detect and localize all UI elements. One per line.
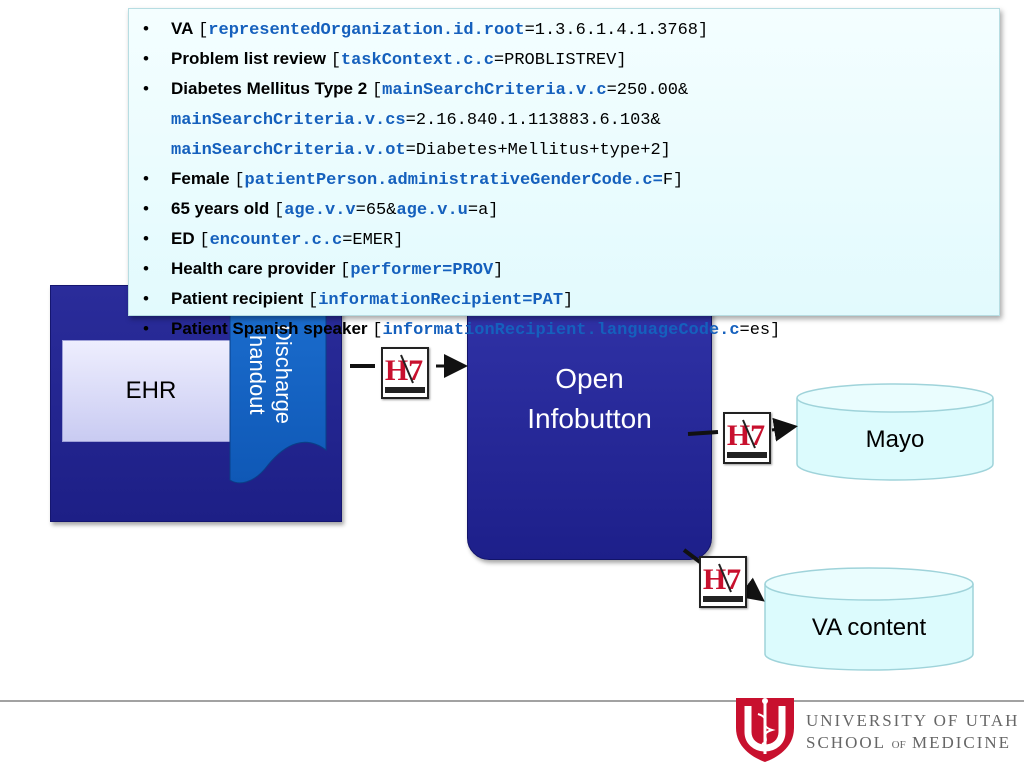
hl7-logo-icon: H7 xyxy=(381,347,429,399)
bullet-icon: • xyxy=(143,259,149,278)
mayo-label: Mayo xyxy=(865,426,925,453)
context-parameter-item: • Patient Spanish speaker [informationRec… xyxy=(141,315,999,345)
discharge-handout-shape xyxy=(229,285,327,484)
parameter-label: Female xyxy=(171,169,230,188)
parameter-value: =es] xyxy=(739,321,781,340)
parameter-value: =250.00& xyxy=(606,81,689,100)
open-bracket: [ xyxy=(372,321,383,340)
svg-text:H7: H7 xyxy=(385,354,423,387)
bullet-icon: • xyxy=(143,229,149,248)
parameter-key: encounter.c.c xyxy=(209,231,343,250)
university-line-1: UNIVERSITY OF UTAH xyxy=(806,711,1020,730)
parameter-value: =2.16.840.1.113883.6.103& xyxy=(405,111,661,130)
hl7-logo-icon: H7 xyxy=(723,412,771,464)
context-parameter-item: • Diabetes Mellitus Type 2 [mainSearchCri… xyxy=(141,75,999,105)
context-parameter-item: mainSearchCriteria.v.ot=Diabetes+Mellitu… xyxy=(141,135,999,165)
context-parameter-item: mainSearchCriteria.v.cs=2.16.840.1.11388… xyxy=(141,105,999,135)
mayo-database: Mayo xyxy=(795,382,995,482)
va-content-database: VA content xyxy=(763,566,975,672)
context-parameters-callout: •VA [representedOrganization.id.root=1.3… xyxy=(128,8,1000,340)
parameter-value: ] xyxy=(563,291,574,310)
parameter-value: =EMER] xyxy=(342,231,404,250)
open-bracket: [ xyxy=(308,291,319,310)
open-bracket: [ xyxy=(371,81,383,100)
parameter-value: ] xyxy=(493,261,504,280)
open-bracket: [ xyxy=(330,51,341,70)
bullet-icon: • xyxy=(143,199,149,218)
university-shield-logo-icon xyxy=(736,698,794,762)
bullet-icon: • xyxy=(143,319,149,338)
open-bracket: [ xyxy=(340,261,351,280)
database-cylinder-icon xyxy=(764,567,974,671)
infobutton-line-2: Infobutton xyxy=(527,403,652,434)
parameter-key: mainSearchCriteria.v.cs xyxy=(171,111,406,130)
ehr-label: EHR xyxy=(125,377,177,404)
medicine-word: MEDICINE xyxy=(911,733,1012,752)
parameter-label: VA xyxy=(171,19,194,38)
context-parameter-item: • ED [encounter.c.c=EMER] xyxy=(141,225,999,255)
bullet-icon: • xyxy=(143,19,149,38)
va-content-label: VA content xyxy=(811,614,927,641)
parameter-label: 65 years old xyxy=(171,199,270,218)
discharge-line-1: handout xyxy=(245,335,270,415)
open-infobutton-box: Open Infobutton xyxy=(467,300,712,560)
parameter-key: informationRecipient=PAT xyxy=(318,291,564,310)
context-parameter-item: • Patient recipient [informationRecipient… xyxy=(141,285,999,315)
of-word: OF xyxy=(891,739,906,751)
parameter-value: =65& xyxy=(355,201,397,220)
open-bracket: [ xyxy=(198,21,209,40)
bullet-icon: • xyxy=(143,289,149,308)
parameter-key: age.v.v xyxy=(284,201,356,220)
context-parameter-item: • 65 years old [age.v.v=65&age.v.u=a] xyxy=(141,195,999,225)
parameter-key: informationRecipient.languageCode.c xyxy=(382,321,740,340)
university-wordmark: UNIVERSITY OF UTAH SCHOOL OF MEDICINE xyxy=(806,710,1019,756)
school-word: SCHOOL xyxy=(806,733,886,752)
infobutton-to-hl7-line xyxy=(687,430,719,436)
discharge-handout-label: handout Discharge xyxy=(240,300,300,450)
ehr-box: EHR xyxy=(62,340,240,442)
parameter-key: patientPerson.administrativeGenderCode.c… xyxy=(244,171,663,190)
parameter-key: mainSearchCriteria.v.ot xyxy=(171,141,406,160)
bullet-icon: • xyxy=(143,79,149,98)
university-line-2: SCHOOL OF MEDICINE xyxy=(806,732,1019,756)
context-parameter-item: • Health care provider [performer=PROV] xyxy=(141,255,999,285)
parameter-key: mainSearchCriteria.v.c xyxy=(382,81,607,100)
bullet-icon: • xyxy=(143,169,149,188)
parameter-label: Diabetes Mellitus Type 2 xyxy=(171,79,368,98)
parameter-value: =PROBLISTREV] xyxy=(493,51,627,70)
svg-text:H7: H7 xyxy=(703,563,741,596)
parameter-key: representedOrganization.id.root xyxy=(208,21,525,40)
open-bracket: [ xyxy=(234,171,245,190)
discharge-line-2: Discharge xyxy=(271,325,296,425)
parameter-label: Patient Spanish speaker xyxy=(171,319,368,338)
parameter-key: performer=PROV xyxy=(350,261,494,280)
context-parameter-list: •VA [representedOrganization.id.root=1.3… xyxy=(141,15,999,345)
parameter-label: ED xyxy=(171,229,195,248)
parameter-value: =a] xyxy=(467,201,499,220)
bullet-icon: • xyxy=(143,49,149,68)
parameter-value: =Diabetes+Mellitus+type+2] xyxy=(405,141,671,160)
parameter-value: =1.3.6.1.4.1.3768] xyxy=(524,21,709,40)
open-bracket: [ xyxy=(199,231,210,250)
context-parameter-item: • Problem list review [taskContext.c.c=PR… xyxy=(141,45,999,75)
infobutton-to-hl7-line-2 xyxy=(682,548,702,564)
parameter-label: Patient recipient xyxy=(171,289,304,308)
parameter-label: Problem list review xyxy=(171,49,326,68)
context-parameter-item: • VA [representedOrganization.id.root=1.3… xyxy=(141,15,999,45)
parameter-key: taskContext.c.c xyxy=(340,51,494,70)
infobutton-line-1: Open xyxy=(555,363,624,394)
context-parameter-item: • Female [patientPerson.administrativeGen… xyxy=(141,165,999,195)
parameter-value: F] xyxy=(662,171,684,190)
parameter-key: age.v.u xyxy=(396,201,468,220)
footer-bar xyxy=(0,700,1024,770)
parameter-label: Health care provider xyxy=(171,259,336,278)
hl7-to-mayo-arrow xyxy=(771,417,798,442)
database-cylinder-icon xyxy=(796,383,994,481)
hl7-logo-icon: H7 xyxy=(699,556,747,608)
open-bracket: [ xyxy=(274,201,285,220)
svg-text:H7: H7 xyxy=(727,419,765,452)
